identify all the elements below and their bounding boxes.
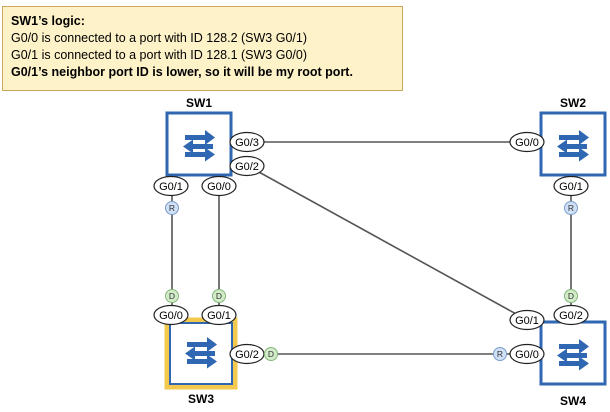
port-label: G0/0 (515, 137, 539, 149)
root-port-marker-sw1-g01: R (165, 201, 179, 215)
role-label: R (497, 349, 503, 359)
switch-label: SW3 (188, 392, 214, 406)
role-label: D (568, 291, 574, 301)
port-label: G0/1 (159, 181, 183, 193)
logic-note: SW1’s logic: G0/0 is connected to a port… (2, 6, 403, 91)
port-sw2-g00[interactable]: G0/0 (509, 131, 545, 153)
port-label: G0/2 (559, 310, 583, 322)
port-sw1-g03[interactable]: G0/3 (229, 131, 265, 153)
port-sw4-g01[interactable]: G0/1 (509, 309, 545, 331)
note-conclusion: G0/1’s neighbor port ID is lower, so it … (11, 65, 353, 79)
role-label: D (216, 291, 222, 301)
switch-sw3[interactable]: SW3 (164, 317, 238, 406)
switch-sw4[interactable]: SW4 (539, 320, 607, 408)
port-sw3-g01[interactable]: G0/1 (201, 304, 237, 326)
port-label: G0/2 (235, 349, 259, 361)
note-line-2: G0/1 is connected to a port with ID 128.… (11, 48, 307, 62)
port-label: G0/3 (235, 137, 259, 149)
root-port-marker-sw2-g01: R (564, 201, 578, 215)
switch-sw1[interactable]: SW1 (165, 96, 233, 177)
role-label: D (169, 291, 175, 301)
port-label: G0/1 (207, 310, 231, 322)
port-label: G0/2 (235, 161, 259, 173)
port-label: G0/0 (159, 310, 183, 322)
note-title: SW1’s logic: (11, 14, 85, 28)
designated-port-marker-sw3-g00: D (165, 289, 179, 303)
port-sw4-g02[interactable]: G0/2 (553, 304, 589, 326)
port-sw3-g02[interactable]: G0/2 (229, 343, 265, 365)
link-sw1-g02-sw4-g01 (247, 165, 528, 321)
switch-sw2[interactable]: SW2 (539, 96, 607, 177)
port-sw1-g00[interactable]: G0/0 (201, 175, 237, 197)
port-roles: R R D D D D R (165, 201, 578, 361)
ports: G0/3 G0/2 G0/1 G0/0 G0/0 G0/1 G0/0 G0/1 (153, 131, 589, 365)
port-label: G0/0 (207, 181, 231, 193)
role-label: D (268, 349, 274, 359)
port-sw1-g02[interactable]: G0/2 (229, 155, 265, 177)
switch-label: SW4 (560, 394, 586, 408)
port-label: G0/0 (515, 349, 539, 361)
designated-port-marker-sw4-g02: D (564, 289, 578, 303)
switch-label: SW2 (560, 96, 586, 110)
designated-port-marker-sw3-g01: D (212, 289, 226, 303)
port-label: G0/1 (559, 181, 583, 193)
port-sw3-g00[interactable]: G0/0 (153, 304, 189, 326)
port-label: G0/1 (515, 315, 539, 327)
port-sw1-g01[interactable]: G0/1 (153, 175, 189, 197)
port-sw2-g01[interactable]: G0/1 (553, 175, 589, 197)
root-port-marker-sw4-g00: R (493, 347, 507, 361)
role-label: R (568, 203, 574, 213)
note-line-1: G0/0 is connected to a port with ID 128.… (11, 31, 307, 45)
role-label: R (169, 203, 175, 213)
port-sw4-g00[interactable]: G0/0 (509, 343, 545, 365)
switch-label: SW1 (186, 96, 212, 110)
designated-port-marker-sw3-g02: D (264, 347, 278, 361)
